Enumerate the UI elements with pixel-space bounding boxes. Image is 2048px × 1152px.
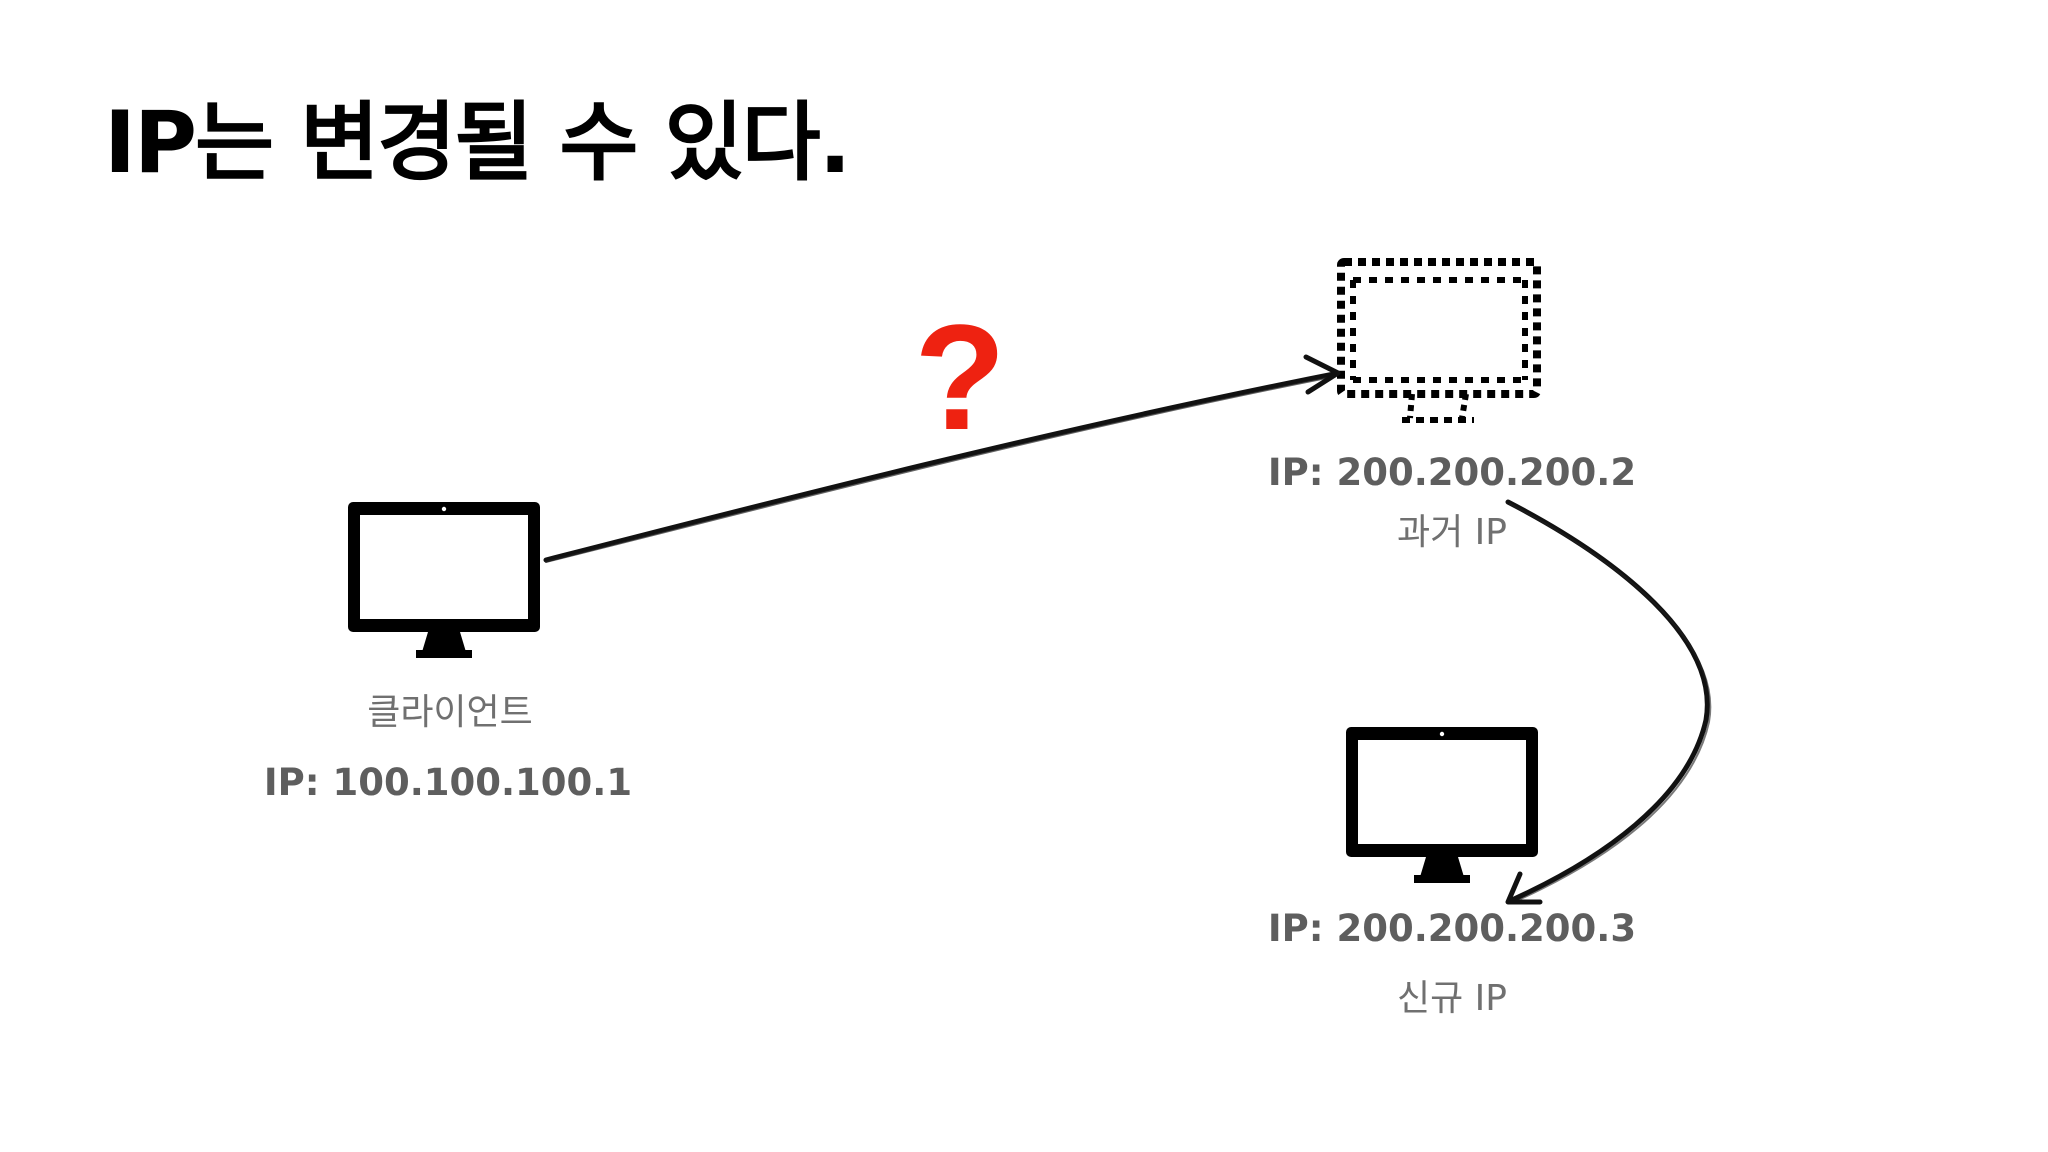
new-server-monitor-icon — [1346, 727, 1538, 883]
new-server-name-label: 신규 IP — [1396, 978, 1508, 1019]
client-name-label: 클라이언트 — [367, 692, 533, 733]
arrow-old-to-new-server — [1505, 499, 1712, 905]
arrow-client-to-old-server — [543, 354, 1341, 563]
old-server-name-label: 과거 IP — [1396, 512, 1508, 553]
page-title: IP는 변경될 수 있다. — [104, 93, 851, 193]
client-monitor-icon — [348, 502, 540, 658]
new-server-ip-label: IP: 200.200.200.3 — [1267, 907, 1637, 950]
question-mark-annotation: ? — [914, 293, 1006, 461]
old-server-monitor-outline-icon — [1337, 258, 1541, 423]
client-ip-label: IP: 100.100.100.1 — [263, 761, 633, 804]
old-server-ip-label: IP: 200.200.200.2 — [1267, 451, 1637, 494]
